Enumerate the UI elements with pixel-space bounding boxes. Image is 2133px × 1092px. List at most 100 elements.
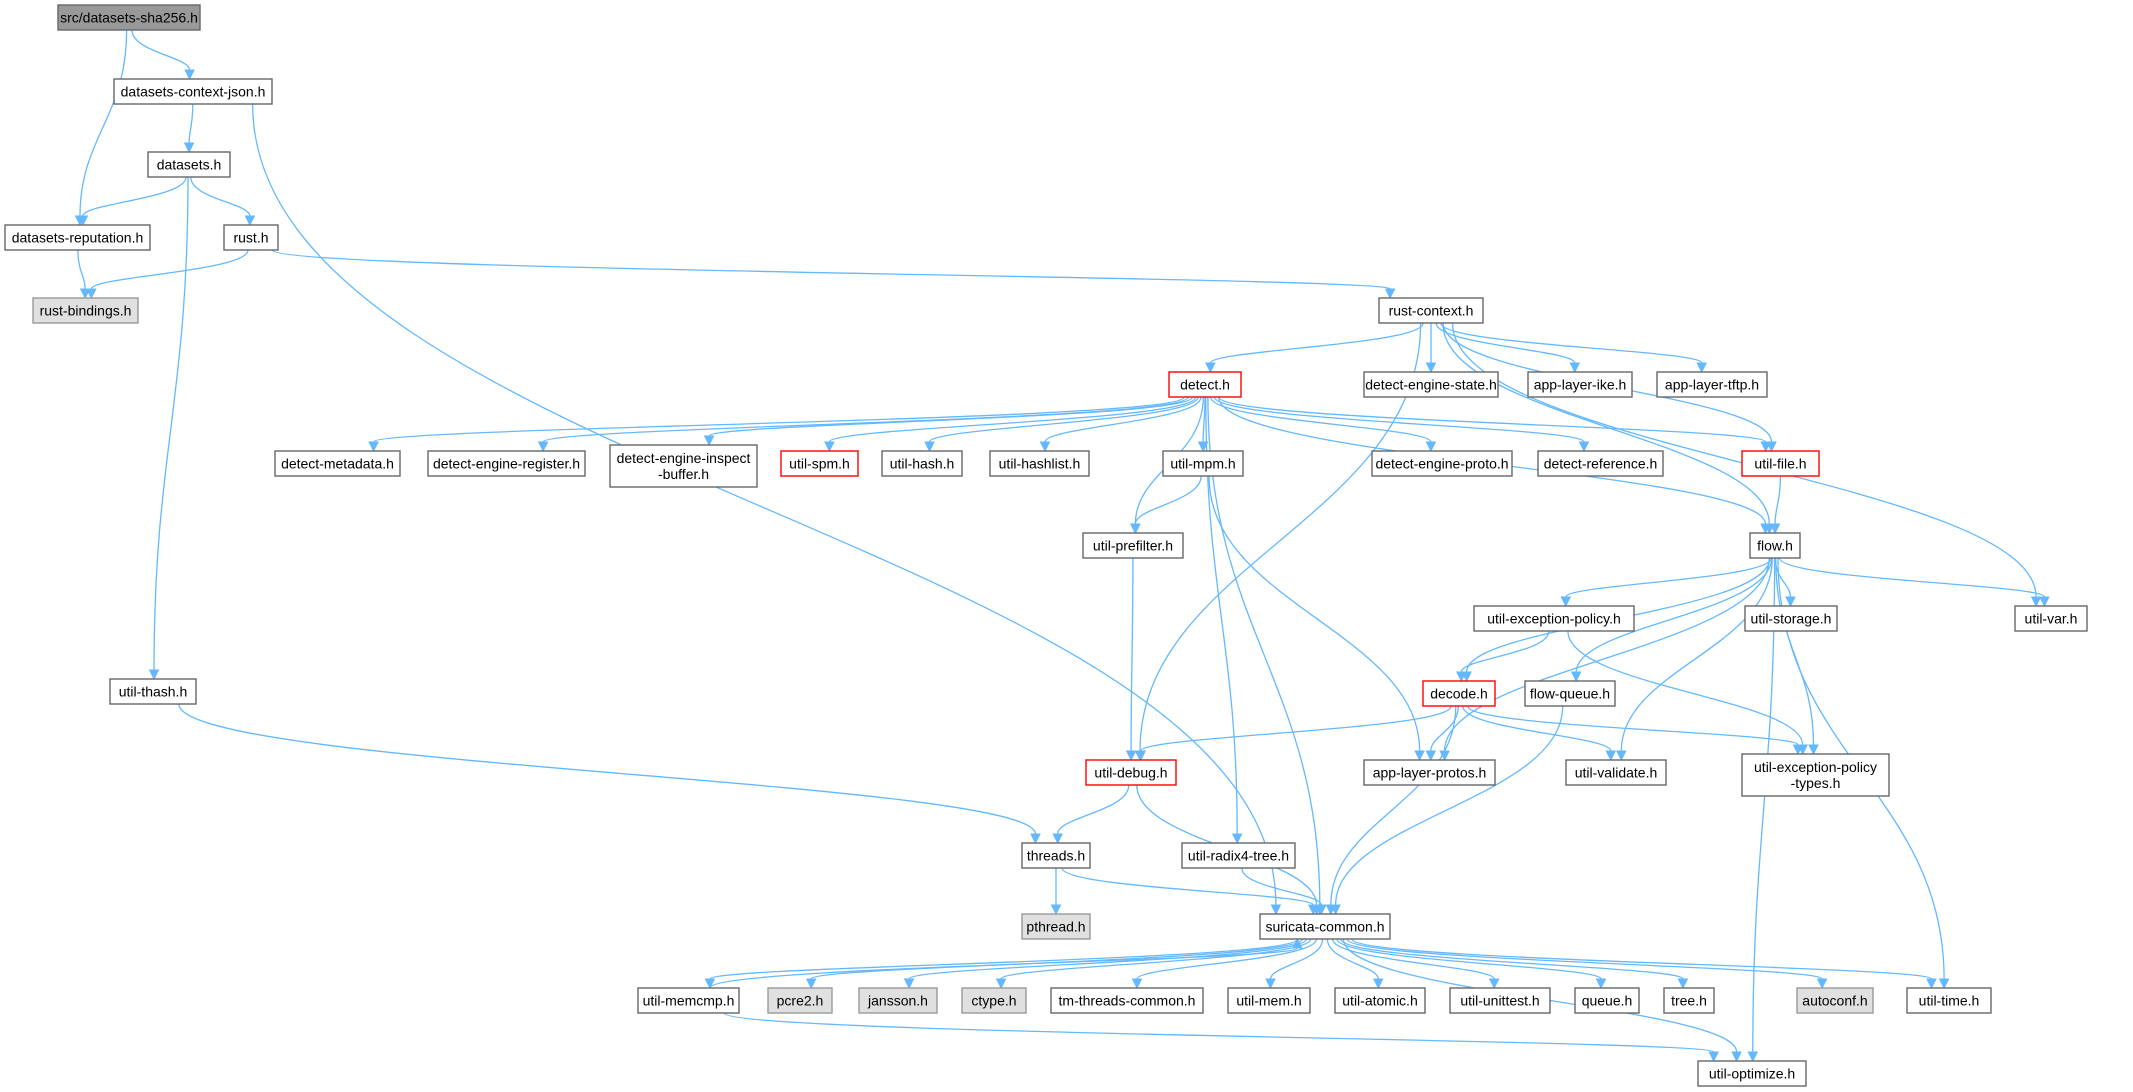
edge-threads-to-sc (1061, 867, 1319, 916)
node-uhashlist[interactable]: util-hashlist.h (989, 450, 1090, 477)
node-uopt[interactable]: util-optimize.h (1697, 1060, 1807, 1087)
edge-sha256-to-ctxjson (131, 29, 195, 81)
node-thash[interactable]: util-thash.h (109, 678, 197, 705)
edge-mpm-to-prefilter (1129, 475, 1202, 535)
arrow-head-icon (1708, 1051, 1720, 1063)
node-label: rust.h (233, 230, 268, 246)
edge-line (542, 396, 1189, 443)
node-label: util-debug.h (1094, 765, 1167, 781)
node-box (1449, 987, 1551, 1014)
node-udebug[interactable]: util-debug.h (1085, 759, 1177, 786)
edge-line (1213, 396, 1585, 443)
node-ike[interactable]: app-layer-ike.h (1527, 371, 1633, 398)
node-box (1741, 450, 1820, 477)
node-dreg[interactable]: detect-engine-register.h (427, 450, 586, 477)
node-ufile[interactable]: util-file.h (1741, 450, 1820, 477)
node-box (767, 987, 833, 1014)
node-box (113, 78, 273, 105)
arrow-head-icon (1938, 978, 1950, 990)
node-uvar[interactable]: util-var.h (2014, 605, 2088, 632)
node-label: pthread.h (1026, 919, 1085, 935)
node-alp[interactable]: app-layer-protos.h (1363, 759, 1496, 786)
node-datasets[interactable]: datasets.h (147, 151, 231, 178)
node-uunit[interactable]: util-unittest.h (1449, 987, 1551, 1014)
node-uatomic[interactable]: util-atomic.h (1334, 987, 1426, 1014)
node-reput[interactable]: datasets-reputation.h (4, 224, 151, 251)
node-des[interactable]: detect-engine-state.h (1363, 371, 1499, 398)
node-uvalid[interactable]: util-validate.h (1565, 759, 1667, 786)
node-detect[interactable]: detect.h (1168, 371, 1242, 398)
arrow-head-icon (537, 441, 549, 453)
arrow-head-icon (1488, 978, 1500, 990)
node-pthread[interactable]: pthread.h (1021, 913, 1091, 940)
node-dref[interactable]: detect-reference.h (1537, 450, 1664, 477)
node-sha256[interactable]: src/datasets-sha256.h (57, 4, 201, 31)
node-box (1697, 1060, 1807, 1087)
arrow-head-icon (1372, 978, 1384, 990)
node-ctype[interactable]: ctype.h (961, 987, 1027, 1014)
node-box (1663, 987, 1715, 1014)
edge-line (1565, 557, 1772, 598)
node-pcre2[interactable]: pcre2.h (767, 987, 833, 1014)
arrow-head-icon (1760, 523, 1771, 535)
node-memcmp[interactable]: util-memcmp.h (637, 987, 740, 1014)
node-dproto[interactable]: detect-engine-proto.h (1371, 450, 1513, 477)
node-autoconf[interactable]: autoconf.h (1796, 987, 1874, 1014)
node-dmeta[interactable]: detect-metadata.h (274, 450, 401, 477)
node-umem[interactable]: util-mem.h (1227, 987, 1311, 1014)
node-flow[interactable]: flow.h (1749, 532, 1801, 559)
node-queue[interactable]: queue.h (1574, 987, 1640, 1014)
node-layer: src/datasets-sha256.h datasets-context-js… (4, 4, 2088, 1087)
node-rusth[interactable]: rust.h (223, 224, 279, 251)
node-label: decode.h (1430, 686, 1488, 702)
node-prefilter[interactable]: util-prefilter.h (1082, 532, 1184, 559)
edge-line (1326, 938, 1379, 980)
node-fqueue[interactable]: flow-queue.h (1524, 680, 1616, 707)
node-uexct[interactable]: util-exception-policy-types.h (1741, 753, 1890, 797)
arrow-head-icon (77, 215, 89, 227)
edge-ctxjson-to-sc (251, 103, 1282, 916)
node-uexc[interactable]: util-exception-policy.h (1473, 605, 1635, 632)
node-threads[interactable]: threads.h (1021, 842, 1091, 869)
node-box (1656, 371, 1768, 398)
edge-detect-to-dreg (537, 396, 1189, 453)
node-dinsp[interactable]: detect-engine-inspect-buffer.h (609, 444, 758, 488)
node-box (1574, 987, 1640, 1014)
node-rustctx[interactable]: rust-context.h (1378, 297, 1484, 324)
edge-line (723, 1012, 1715, 1053)
arrow-head-icon (1425, 362, 1437, 374)
arrow-head-icon (1231, 833, 1243, 845)
node-uhash[interactable]: util-hash.h (881, 450, 963, 477)
node-box (1168, 371, 1242, 398)
edge-line (178, 703, 1037, 835)
edge-line (1334, 705, 1564, 906)
node-label: tree.h (1671, 993, 1707, 1009)
node-ctxjson[interactable]: datasets-context-json.h (113, 78, 273, 105)
node-sc[interactable]: suricata-common.h (1259, 913, 1391, 940)
node-box (1527, 371, 1633, 398)
node-tree[interactable]: tree.h (1663, 987, 1715, 1014)
node-tftp[interactable]: app-layer-tftp.h (1656, 371, 1768, 398)
node-label: threads.h (1027, 848, 1085, 864)
node-label: util-mem.h (1236, 993, 1301, 1009)
node-box (4, 224, 151, 251)
node-rustbind[interactable]: rust-bindings.h (32, 297, 139, 324)
arrow-head-icon (1125, 750, 1137, 762)
arrow-head-icon (903, 978, 915, 990)
node-ustor[interactable]: util-storage.h (1744, 605, 1838, 632)
edge-line (708, 396, 1194, 437)
edge-threads-to-pthread (1050, 868, 1062, 916)
node-box (1021, 913, 1091, 940)
node-spm[interactable]: util-spm.h (780, 450, 859, 477)
node-box (609, 444, 758, 488)
node-jansson[interactable]: jansson.h (858, 987, 938, 1014)
node-tmtc[interactable]: tm-threads-common.h (1050, 987, 1204, 1014)
node-radix[interactable]: util-radix4-tree.h (1181, 842, 1296, 869)
edge-line (1775, 557, 1815, 746)
node-decode[interactable]: decode.h (1422, 680, 1496, 707)
edge-line (1331, 938, 1495, 980)
edge-flow-to-uexc (1560, 557, 1772, 608)
node-mpm[interactable]: util-mpm.h (1162, 450, 1244, 477)
node-utime[interactable]: util-time.h (1906, 987, 1992, 1014)
edge-sc-to-pcre2 (805, 938, 1303, 990)
